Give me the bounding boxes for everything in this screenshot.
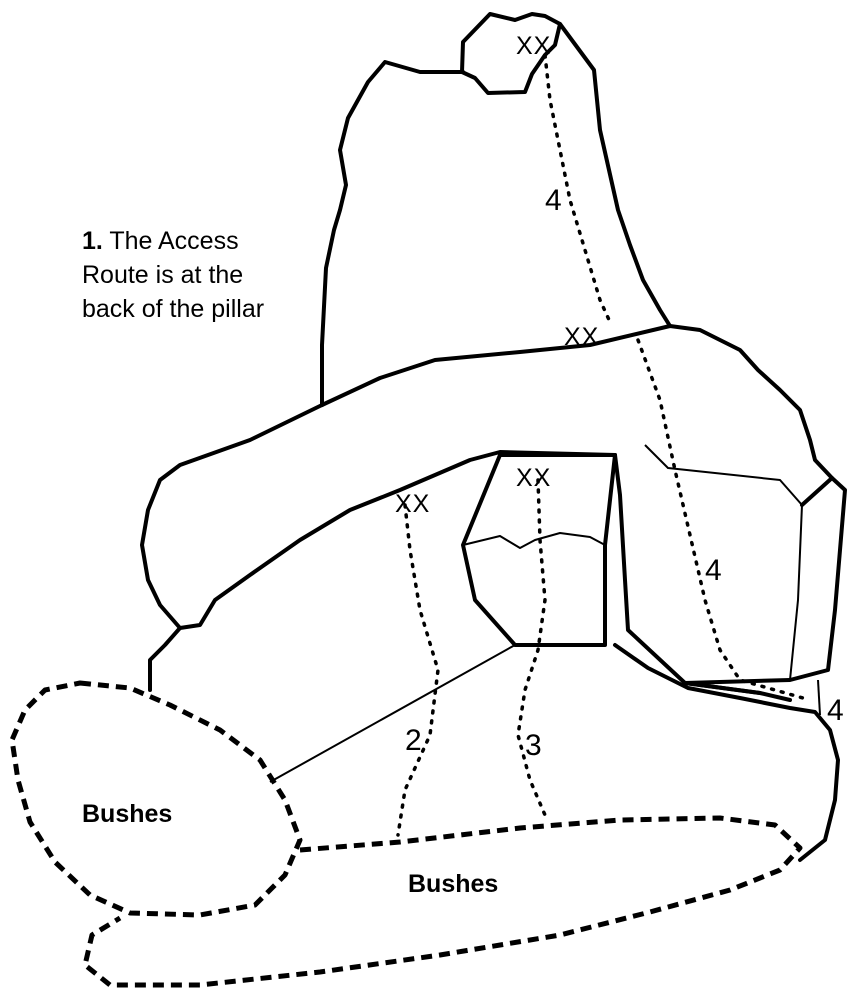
access-note-text-1: The Access [109,227,238,255]
lower-slab-step [818,680,820,715]
bushes-bottom-outline [85,818,800,985]
access-note-line-1: 1. The Access [82,224,264,258]
upper-pillar-outline [322,62,463,405]
bushes-left-outline [12,683,300,915]
belay-mark-summit: XX [516,32,551,60]
route-number-4-right: 4 [827,694,844,727]
route-number-4-mid: 4 [705,554,722,587]
mid-band-outline [150,326,832,690]
route-2-line [398,505,438,835]
route-number-3: 3 [525,729,542,762]
bushes-bottom-label: Bushes [408,870,498,898]
mid-band-left-end [142,405,322,628]
access-note-line-2: Route is at the [82,258,264,292]
central-block-top-face [463,533,605,548]
belay-mark-left: XX [395,490,430,518]
lower-slab-edge-left [270,645,515,782]
bushes-left-label: Bushes [82,800,172,828]
route-number-4-upper: 4 [545,184,562,217]
upper-pillar-right-edge [560,24,670,326]
right-block-inner-edges [645,445,802,680]
route-3-line [518,480,545,815]
route-number-2: 2 [405,724,422,757]
belay-mark-upper: XX [564,323,599,351]
access-route-note: 1. The Access Route is at the back of th… [82,224,264,326]
belay-mark-central-block: XX [516,464,551,492]
access-note-line-3: back of the pillar [82,292,264,326]
access-note-number: 1. [82,227,103,255]
